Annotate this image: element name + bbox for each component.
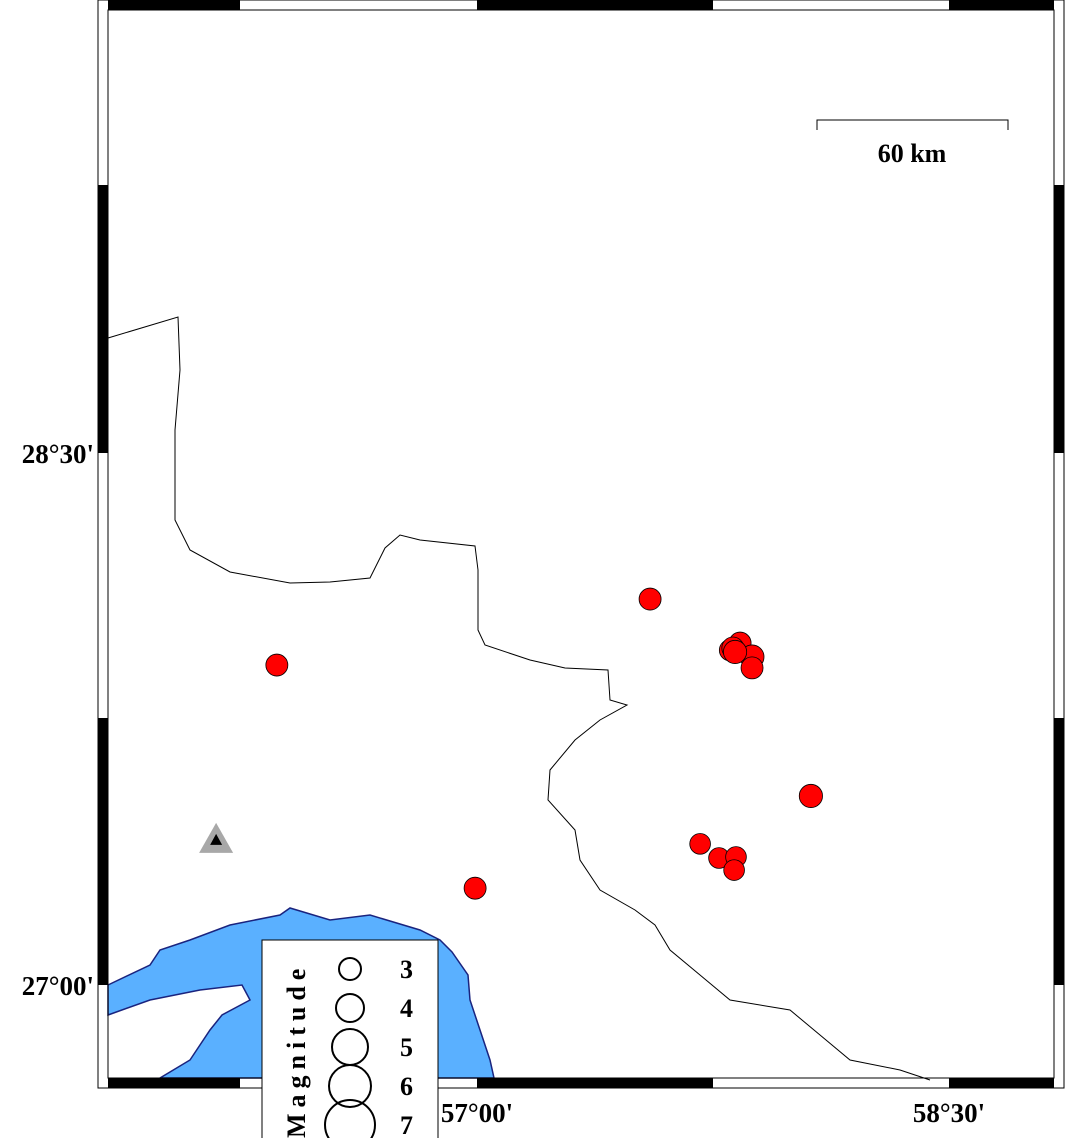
legend-circle [335,993,365,1023]
earthquake-event [798,783,823,808]
station-marker-icon [210,833,223,845]
lat-label-28-30: 28°30' [22,439,94,469]
legend-label: 5 [400,1033,413,1062]
earthquake-event [265,653,289,677]
legend-circle [324,1099,376,1138]
earthquake-event [638,587,662,611]
legend-circle [328,1064,372,1108]
earthquake-event [740,656,764,680]
magnitude-legend: Magnitude 3 4 5 6 7 [261,939,439,1138]
station-layer [199,822,234,853]
events-layer [265,587,823,900]
scale-bar: 60 km [816,119,1009,168]
lon-label-57-00: 57°00' [441,1098,513,1128]
scale-bar-label: 60 km [878,139,947,168]
legend-title: Magnitude [282,963,311,1138]
lon-label-58-30: 58°30' [913,1098,985,1128]
province-border [107,316,931,1081]
legend-label: 4 [400,994,413,1023]
earthquake-event [463,876,487,900]
legend-label: 3 [400,955,413,984]
lat-label-27-00: 27°00' [22,971,94,1001]
legend-circle [338,957,362,981]
legend-label: 6 [400,1072,413,1101]
legend-label: 7 [400,1111,413,1138]
earthquake-event [723,639,748,664]
earthquake-event [723,859,745,881]
earthquake-event [689,833,711,855]
map-frame [97,0,1065,1089]
